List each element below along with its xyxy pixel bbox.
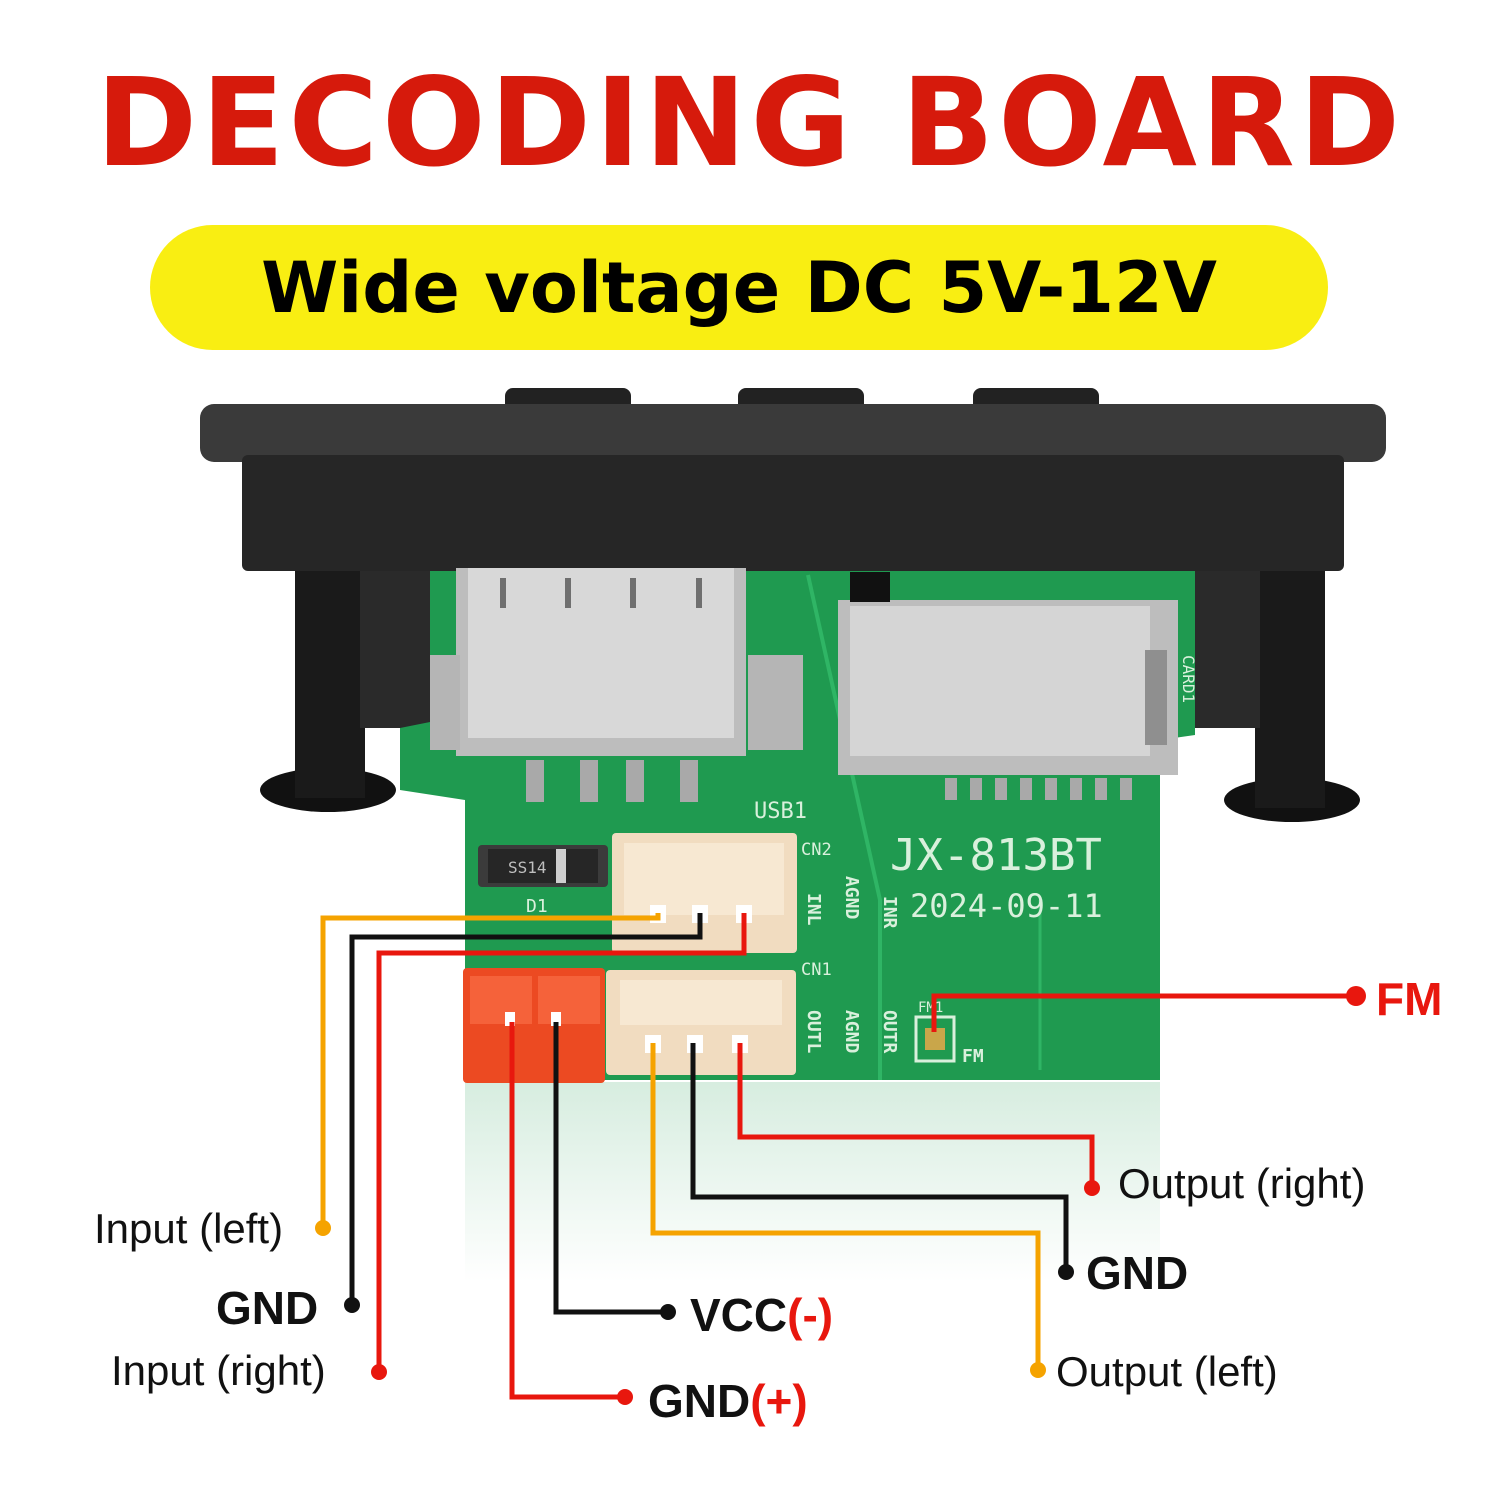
wires <box>320 913 1356 1400</box>
diode-d1: SS14 <box>478 845 608 887</box>
voltage-text: Wide voltage DC 5V-12V <box>261 246 1217 329</box>
wire-output-left <box>650 1043 1041 1370</box>
wire-input-right <box>376 913 747 1372</box>
power-connector <box>463 968 605 1083</box>
sd-card-slot <box>838 572 1178 800</box>
cn2-input-connector <box>612 833 797 953</box>
vcc-polarity: (-) <box>787 1289 834 1341</box>
fm-silkscreen: FM <box>962 1046 984 1067</box>
agnd-in-silkscreen: AGND <box>841 876 862 920</box>
left-mount-post <box>260 560 430 812</box>
board-reflection <box>465 1082 1160 1282</box>
usb-silkscreen: USB1 <box>754 799 807 824</box>
label-gnd-left: GND <box>216 1282 319 1334</box>
label-gnd-right: GND <box>1086 1247 1189 1299</box>
label-fm: FM <box>1376 973 1443 1025</box>
date-silkscreen: 2024-09-11 <box>910 887 1103 925</box>
wire-gnd-power <box>509 1022 625 1400</box>
vcc-text: VCC <box>690 1289 788 1341</box>
inr-silkscreen: INR <box>879 896 900 929</box>
wire-endpoints <box>315 986 1366 1405</box>
usb-port <box>430 568 803 802</box>
cn1-silkscreen: CN1 <box>801 960 832 980</box>
cn1-output-connector <box>606 970 796 1075</box>
diode-label: SS14 <box>508 858 547 877</box>
voltage-banner: Wide voltage DC 5V-12V <box>150 225 1328 350</box>
agnd-out-silkscreen: AGND <box>841 1010 862 1054</box>
label-output-right: Output (right) <box>1118 1160 1366 1207</box>
label-vcc: VCC(-) <box>690 1292 833 1338</box>
cn2-silkscreen: CN2 <box>801 840 832 860</box>
fm1-silkscreen: FM1 <box>918 1000 943 1016</box>
model-silkscreen: JX-813BT <box>890 830 1102 881</box>
wire-vcc <box>553 1022 668 1315</box>
outr-silkscreen: OUTR <box>879 1010 900 1054</box>
wire-input-left <box>320 913 661 1228</box>
wire-output-right <box>737 1043 1095 1188</box>
label-input-right: Input (right) <box>111 1347 326 1394</box>
pcb-trace <box>806 574 882 1080</box>
d1-silkscreen: D1 <box>526 896 548 917</box>
wire-fm <box>931 993 1356 1032</box>
page-title: DECODING BOARD <box>95 52 1405 194</box>
inl-silkscreen: INL <box>803 893 824 926</box>
right-mount-post <box>1190 560 1360 822</box>
gnd-power-polarity: (+) <box>750 1375 808 1427</box>
label-output-left: Output (left) <box>1056 1348 1278 1395</box>
wire-gnd-right <box>690 1043 1069 1272</box>
outl-silkscreen: OUTL <box>803 1010 824 1054</box>
label-input-left: Input (left) <box>94 1205 284 1252</box>
wire-gnd-left <box>349 913 703 1305</box>
gnd-power-text: GND <box>648 1375 751 1427</box>
label-gnd-power: GND(+) <box>648 1378 808 1424</box>
card-silkscreen: CARD1 <box>1179 655 1198 703</box>
front-panel <box>200 388 1386 571</box>
